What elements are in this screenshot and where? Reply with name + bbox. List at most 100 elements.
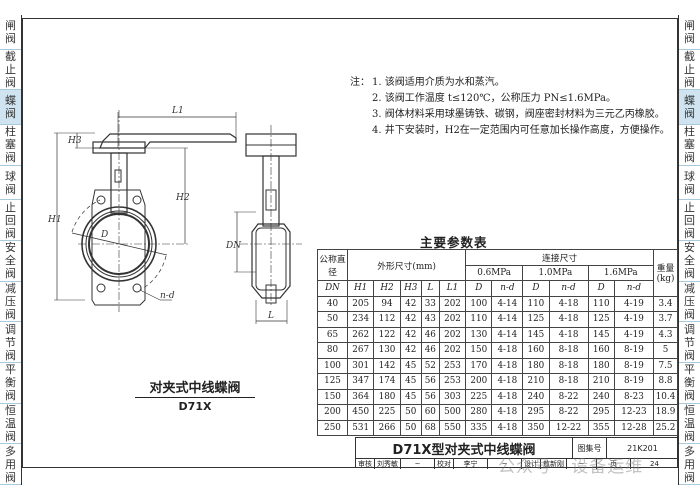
table-cell: 42 bbox=[399, 342, 422, 359]
side-tab-label: 调节阀 bbox=[5, 322, 16, 362]
table-cell: 210 bbox=[587, 373, 615, 390]
side-tab[interactable]: 平衡阀 bbox=[0, 363, 21, 404]
side-tab[interactable]: 球阀 bbox=[0, 166, 21, 201]
table-cell: 150 bbox=[317, 388, 348, 405]
side-tab[interactable]: 安全阀 bbox=[0, 241, 21, 282]
table-cell: 43 bbox=[420, 311, 440, 328]
table-cell: 40 bbox=[317, 295, 348, 312]
table-cell: 3.7 bbox=[653, 311, 678, 328]
side-tab[interactable]: 减压阀 bbox=[0, 282, 21, 323]
table-cell: 112 bbox=[373, 311, 401, 328]
table-cell: 25.2 bbox=[653, 419, 678, 436]
side-tab[interactable]: 调节阀 bbox=[0, 322, 21, 364]
table-cell: 52 bbox=[420, 357, 440, 374]
side-tab-label: 平衡阀 bbox=[5, 363, 16, 403]
side-tab[interactable]: 减压阀 bbox=[679, 282, 700, 323]
side-tab-label: 平衡阀 bbox=[684, 363, 695, 403]
header-pressure: 1.6MPa bbox=[587, 264, 655, 281]
table-cell: 8-19 bbox=[613, 373, 655, 390]
side-tab[interactable]: 蝶阀 bbox=[0, 90, 21, 126]
side-tab-label: 减压阀 bbox=[684, 282, 695, 322]
caption-name: 对夹式中线蝶阀 bbox=[135, 377, 255, 398]
subheader: n-d bbox=[548, 280, 589, 297]
side-tab[interactable]: 截止阀 bbox=[0, 50, 21, 91]
side-tab-label: 截止阀 bbox=[684, 50, 695, 90]
side-tab[interactable]: 多用阀 bbox=[679, 444, 700, 486]
table-cell: 8-18 bbox=[548, 342, 589, 359]
side-tab-label: 安全阀 bbox=[5, 241, 16, 281]
title-block: D71X型对夹式中线蝶阀 图集号 21K201 审核 刘秀敏 ~ 校对 李宁 ~… bbox=[355, 437, 678, 469]
atlas-number: 21K201 bbox=[606, 438, 678, 458]
subheader: H3 bbox=[399, 280, 422, 297]
side-tab-label: 闸阀 bbox=[5, 18, 16, 45]
table-cell: 5 bbox=[653, 342, 678, 359]
table-cell: 100 bbox=[465, 295, 493, 312]
table-cell: 225 bbox=[373, 404, 401, 421]
side-tab[interactable]: 止回阀 bbox=[0, 200, 21, 242]
side-tab[interactable]: 调节阀 bbox=[679, 322, 700, 364]
table-cell: 125 bbox=[317, 373, 348, 390]
header-pressure: 0.6MPa bbox=[465, 264, 524, 281]
subheader: D bbox=[522, 280, 550, 297]
table-cell: 130 bbox=[465, 326, 493, 343]
table-cell: 253 bbox=[438, 373, 467, 390]
subheader: n-d bbox=[491, 280, 524, 297]
table-cell: 355 bbox=[587, 419, 615, 436]
table-cell: 8-22 bbox=[548, 404, 589, 421]
side-tab-label: 闸阀 bbox=[684, 18, 695, 45]
side-tab-label: 多用阀 bbox=[5, 444, 16, 484]
side-tab[interactable]: 闸阀 bbox=[679, 15, 700, 50]
table-cell: 295 bbox=[522, 404, 550, 421]
design-label: 设计 bbox=[522, 459, 541, 469]
table-cell: 303 bbox=[438, 388, 467, 405]
dim-label-dn: DN bbox=[225, 241, 242, 251]
table-cell: 45 bbox=[399, 388, 422, 405]
table-cell: 267 bbox=[346, 342, 375, 359]
header-conn-dims: 连接尺寸 bbox=[465, 249, 654, 266]
dim-label-h3: H3 bbox=[67, 136, 82, 146]
side-tab[interactable]: 球阀 bbox=[679, 166, 700, 201]
table-cell: 42 bbox=[399, 311, 422, 328]
table-cell: 145 bbox=[522, 326, 550, 343]
subheader: D bbox=[587, 280, 615, 297]
table-cell: 4-18 bbox=[491, 419, 524, 436]
side-tab[interactable]: 安全阀 bbox=[679, 241, 700, 282]
header-weight: 重量(kg) bbox=[653, 249, 678, 297]
front-view bbox=[54, 110, 237, 312]
table-cell: 150 bbox=[465, 342, 493, 359]
side-tab[interactable]: 截止阀 bbox=[679, 50, 700, 91]
table-cell: 45 bbox=[399, 373, 422, 390]
table-cell: 4-19 bbox=[613, 295, 655, 312]
side-tab[interactable]: 恒温阀 bbox=[0, 404, 21, 445]
table-cell: 110 bbox=[587, 295, 615, 312]
table-cell: 450 bbox=[346, 404, 375, 421]
side-tab[interactable]: 柱塞阀 bbox=[0, 125, 21, 166]
table-cell: 122 bbox=[373, 326, 401, 343]
table-cell: 262 bbox=[346, 326, 375, 343]
table-cell: 200 bbox=[317, 404, 348, 421]
side-tab[interactable]: 多用阀 bbox=[0, 444, 21, 486]
table-cell: 46 bbox=[420, 326, 440, 343]
side-tab[interactable]: 平衡阀 bbox=[679, 363, 700, 404]
page-label: 页 bbox=[597, 459, 631, 469]
side-tab[interactable]: 止回阀 bbox=[679, 200, 700, 242]
side-tab[interactable]: 柱塞阀 bbox=[679, 125, 700, 166]
table-cell: 130 bbox=[373, 342, 401, 359]
side-tab[interactable]: 恒温阀 bbox=[679, 404, 700, 445]
table-cell: 8.8 bbox=[653, 373, 678, 390]
table-cell: 8-23 bbox=[613, 388, 655, 405]
table-cell: 174 bbox=[373, 373, 401, 390]
table-cell: 531 bbox=[346, 419, 375, 436]
check-label: 校对 bbox=[435, 459, 454, 469]
side-tabs-right: 闸阀截止阀蝶阀柱塞阀球阀止回阀安全阀减压阀调节阀平衡阀恒温阀多用阀 bbox=[678, 15, 700, 486]
table-cell: 202 bbox=[438, 326, 467, 343]
table-cell: 4-19 bbox=[613, 326, 655, 343]
table-cell: 240 bbox=[522, 388, 550, 405]
side-tab[interactable]: 闸阀 bbox=[0, 15, 21, 50]
table-cell: 142 bbox=[373, 357, 401, 374]
side-tab[interactable]: 蝶阀 bbox=[679, 90, 700, 126]
table-cell: 202 bbox=[438, 295, 467, 312]
